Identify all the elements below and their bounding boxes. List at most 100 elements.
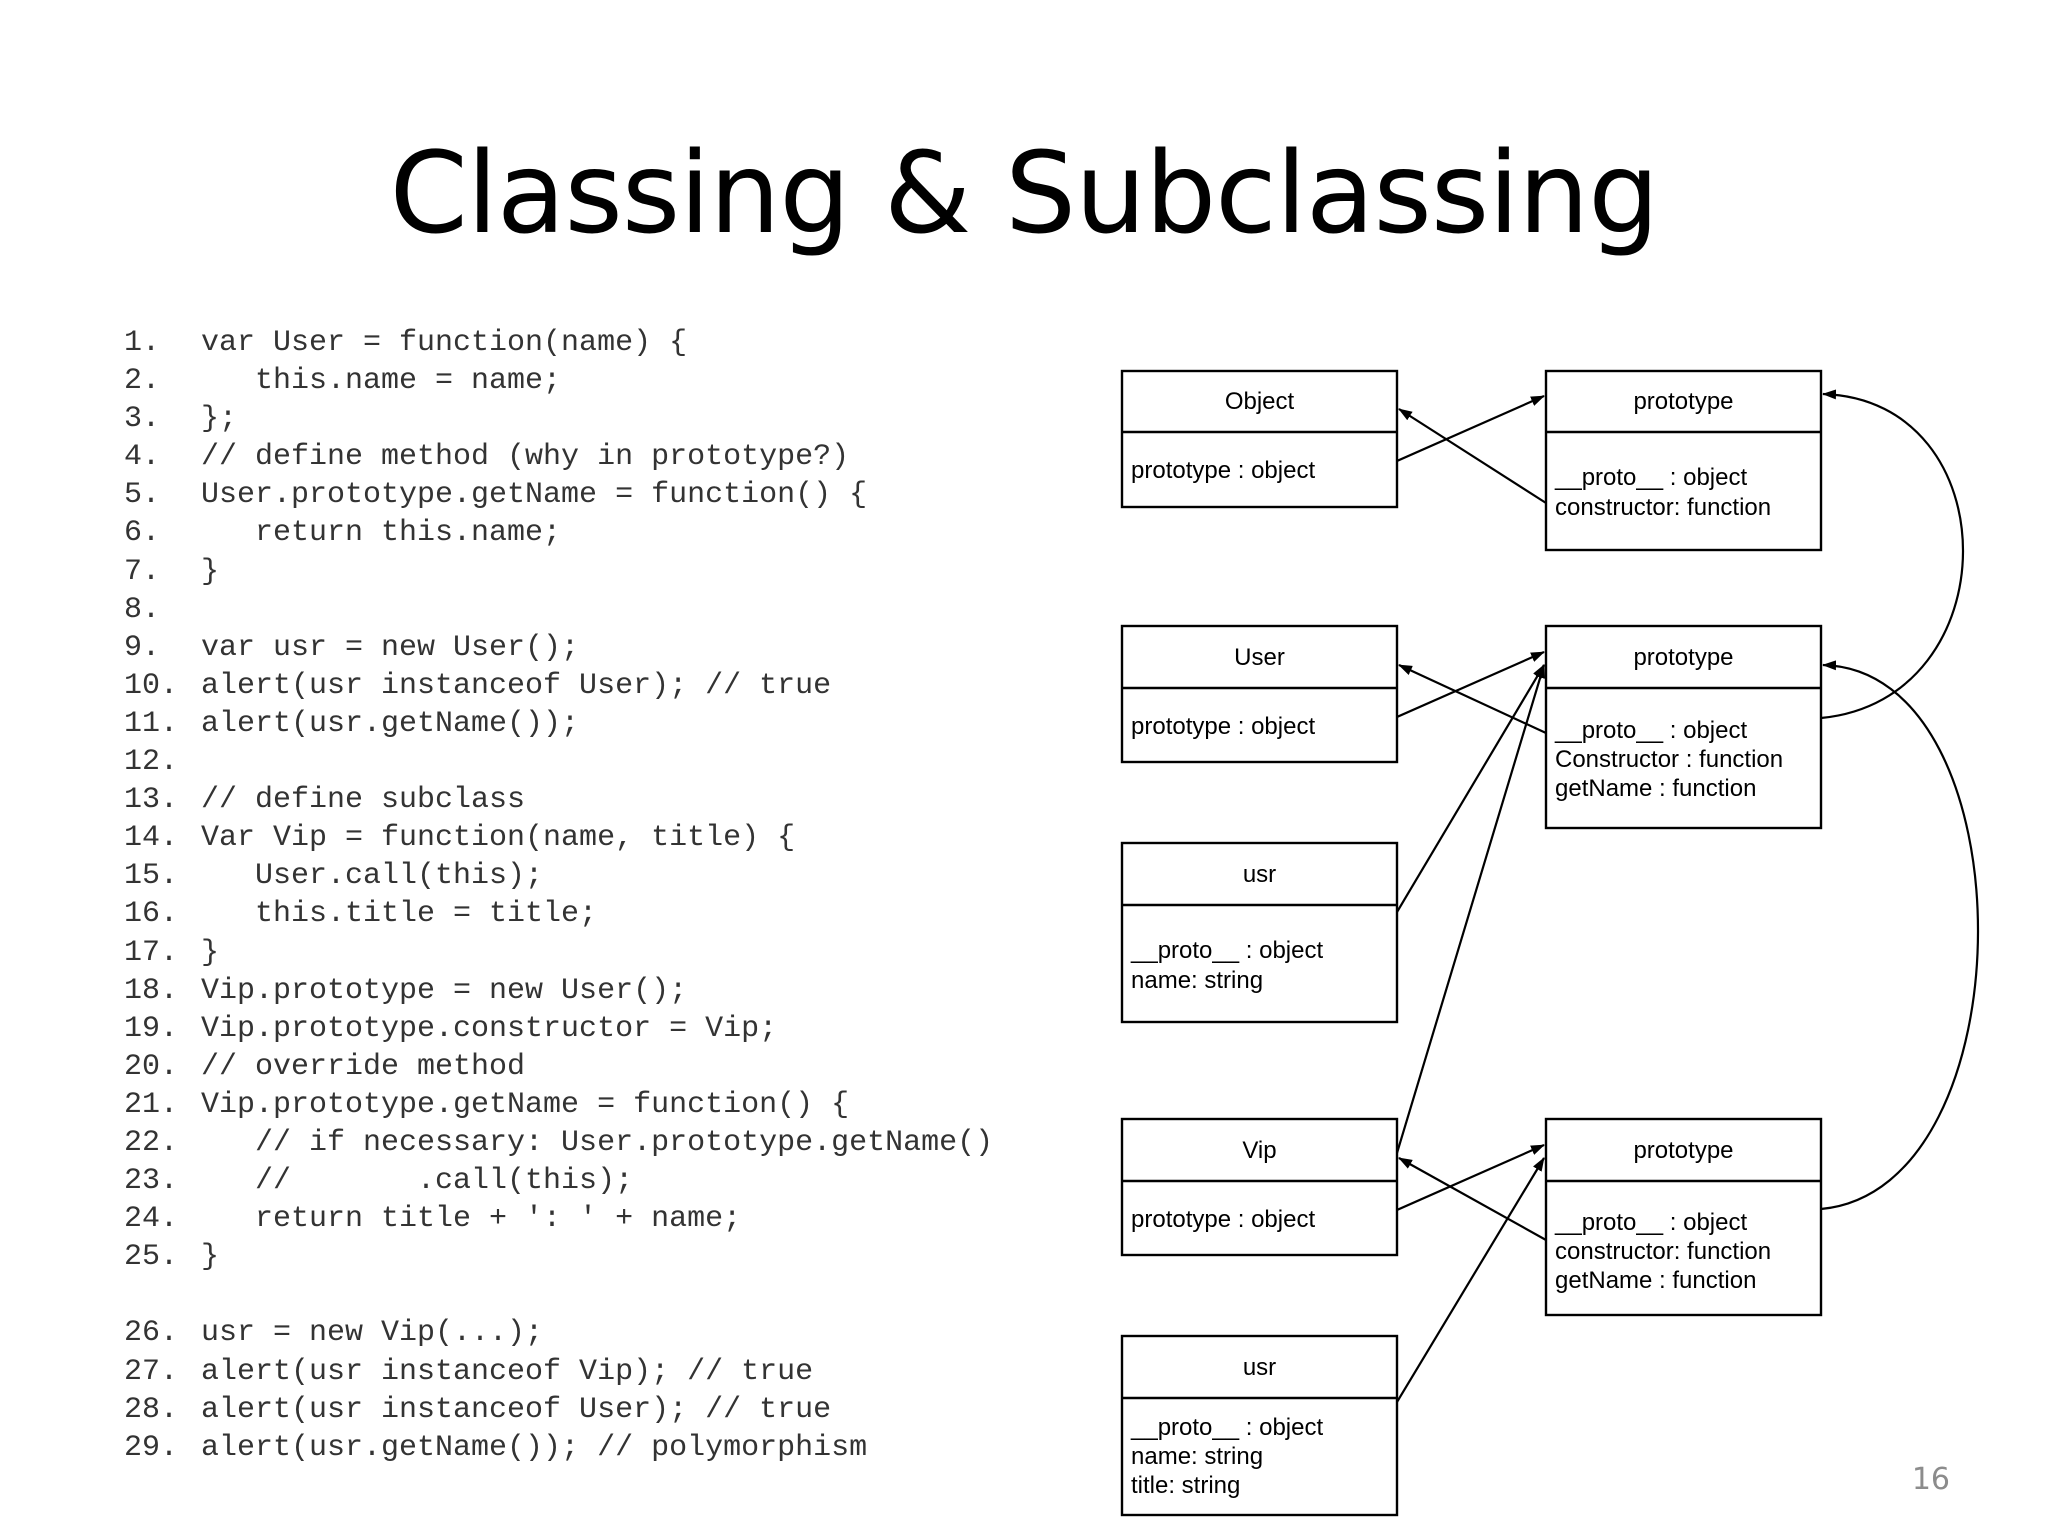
code-line-number: 13. [124, 783, 179, 818]
code-line-text: usr = new Vip(...); [201, 1316, 544, 1351]
box-vip-prototype-title: prototype [1633, 1137, 1733, 1164]
code-line-text: alert(usr instanceof User); // true [201, 668, 832, 703]
box-vip: Vip prototype : object [1120, 1117, 1399, 1257]
code-line: 22. // if necessary: User.prototype.getN… [124, 1124, 1084, 1162]
code-line-number: 5. [124, 478, 161, 513]
arrow-user-to-prototype [1396, 650, 1545, 719]
code-line-text: this.name = name; [201, 364, 562, 399]
box-user-attr: prototype : object [1131, 713, 1315, 740]
code-line: 3.}; [124, 400, 1084, 438]
code-line-number: 21. [124, 1087, 179, 1122]
code-line-text: alert(usr.getName()); // polymorphism [201, 1430, 868, 1465]
code-line: 27.alert(usr instanceof Vip); // true [124, 1353, 1084, 1391]
arrow-vip-prototype-proto-chain [1820, 660, 1979, 1211]
code-line: 24. return title + ': ' + name; [124, 1200, 1084, 1238]
box-user-frame [1120, 624, 1399, 764]
code-line: 9. var usr = new User(); [124, 629, 1084, 667]
box-vip-prototype-attr: constructor: function [1555, 1238, 1771, 1265]
box-object-title: Object [1225, 388, 1295, 415]
code-line: 14.Var Vip = function(name, title) { [124, 819, 1084, 857]
code-line-text: alert(usr instanceof Vip); // true [201, 1354, 814, 1389]
box-vip-title: Vip [1242, 1137, 1276, 1164]
code-line: 4. // define method (why in prototype?) [124, 438, 1084, 476]
code-line-number: 8. [124, 592, 161, 627]
box-user-prototype: prototype __proto__ : object Constructor… [1544, 624, 1823, 830]
page-number: 16 [1911, 1462, 1950, 1497]
code-line-text: // .call(this); [201, 1164, 634, 1199]
code-line-text: // if necessary: User.prototype.getName(… [201, 1125, 994, 1160]
box-vip-prototype-attr: __proto__ : object [1554, 1209, 1747, 1236]
code-line-text: alert(usr.getName()); [201, 706, 580, 741]
box-usr-vip: usr __proto__ : object name: string titl… [1120, 1334, 1399, 1517]
code-line: 21. Vip.prototype.getName = function() { [124, 1086, 1084, 1124]
code-line-number: 10. [124, 668, 179, 703]
code-line: 13. // define subclass [124, 781, 1084, 819]
code-line-text: alert(usr instanceof User); // true [201, 1392, 832, 1427]
arrow-object-prototype-constructor [1398, 408, 1547, 504]
code-line: 18. Vip.prototype = new User(); [124, 972, 1084, 1010]
code-line: 25.} [124, 1238, 1084, 1276]
box-usr-user-title: usr [1243, 861, 1276, 888]
code-line-text: var usr = new User(); [201, 630, 580, 665]
code-line-number: 15. [124, 859, 179, 894]
code-line-text: User.prototype.getName = function() { [201, 478, 868, 513]
box-usr-user-attr: __proto__ : object [1130, 937, 1323, 964]
box-user-prototype-title: prototype [1633, 644, 1733, 671]
arrow-user-prototype-proto-chain [1820, 389, 1964, 720]
code-line-number: 2. [124, 364, 161, 399]
code-line-text: User.call(this); [201, 859, 544, 894]
code-line-number: 19. [124, 1011, 179, 1046]
code-line-text: } [201, 554, 220, 589]
code-line-number: 11. [124, 706, 179, 741]
arrow-vip-to-prototype [1396, 1143, 1545, 1212]
code-line-number: 23. [124, 1164, 179, 1199]
box-usr-vip-title: usr [1243, 1354, 1276, 1381]
code-line-number: 17. [124, 935, 179, 970]
code-line-text: Var Vip = function(name, title) { [201, 821, 796, 856]
box-usr-user-attr: name: string [1131, 967, 1263, 994]
code-line-text: } [201, 935, 220, 970]
code-line: 7.} [124, 553, 1084, 591]
arrow-usr-user-proto [1396, 664, 1545, 913]
code-line-number: 22. [124, 1125, 179, 1160]
code-line-text: var User = function(name) { [201, 326, 688, 360]
box-object-prototype-title: prototype [1633, 388, 1733, 415]
arrow-object-to-prototype [1396, 394, 1545, 463]
box-vip-frame [1120, 1117, 1399, 1257]
code-line: 8. [124, 591, 1084, 629]
code-line-text: this.title = title; [201, 897, 598, 932]
code-listing: 1.var User = function(name) {2. this.nam… [124, 324, 1084, 1467]
box-usr-vip-attr: name: string [1131, 1443, 1263, 1470]
box-object-frame [1120, 369, 1399, 509]
code-line: 10. alert(usr instanceof User); // true [124, 667, 1084, 705]
code-line-number: 4. [124, 440, 161, 475]
code-line-number: 16. [124, 897, 179, 932]
code-line: 15. User.call(this); [124, 857, 1084, 895]
code-line-text: Vip.prototype.getName = function() { [201, 1087, 850, 1122]
code-line-text: // define subclass [201, 783, 526, 818]
box-object: Object prototype : object [1120, 369, 1399, 509]
box-vip-prototype: prototype __proto__ : object constructor… [1544, 1117, 1823, 1317]
code-line-text: return title + ': ' + name; [201, 1202, 742, 1237]
code-line-number: 3. [124, 402, 161, 437]
code-line: 11. alert(usr.getName()); [124, 705, 1084, 743]
arrow-vip-prototype-constructor [1398, 1157, 1547, 1241]
box-object-prototype-attr: constructor: function [1555, 494, 1771, 521]
code-line-number: 9. [124, 630, 161, 665]
code-line: 28.alert(usr instanceof User); // true [124, 1391, 1084, 1429]
code-line-number: 20. [124, 1049, 179, 1084]
code-line-number: 7. [124, 554, 161, 589]
box-user-prototype-attr: Constructor : function [1555, 746, 1783, 773]
box-user: User prototype : object [1120, 624, 1399, 764]
slide-title: Classing & Subclassing [389, 129, 1660, 259]
code-line-text: Vip.prototype = new User(); [201, 973, 688, 1008]
code-line-text: // define method (why in prototype?) [201, 440, 850, 475]
code-line-number: 18. [124, 973, 179, 1008]
code-line: 17.} [124, 934, 1084, 972]
box-user-prototype-attr: getName : function [1555, 775, 1756, 802]
code-line-number: 6. [124, 516, 161, 551]
box-usr-vip-attr: __proto__ : object [1130, 1414, 1323, 1441]
box-usr-user: usr __proto__ : object name: string [1120, 841, 1399, 1024]
code-line: 20.// override method [124, 1048, 1084, 1086]
